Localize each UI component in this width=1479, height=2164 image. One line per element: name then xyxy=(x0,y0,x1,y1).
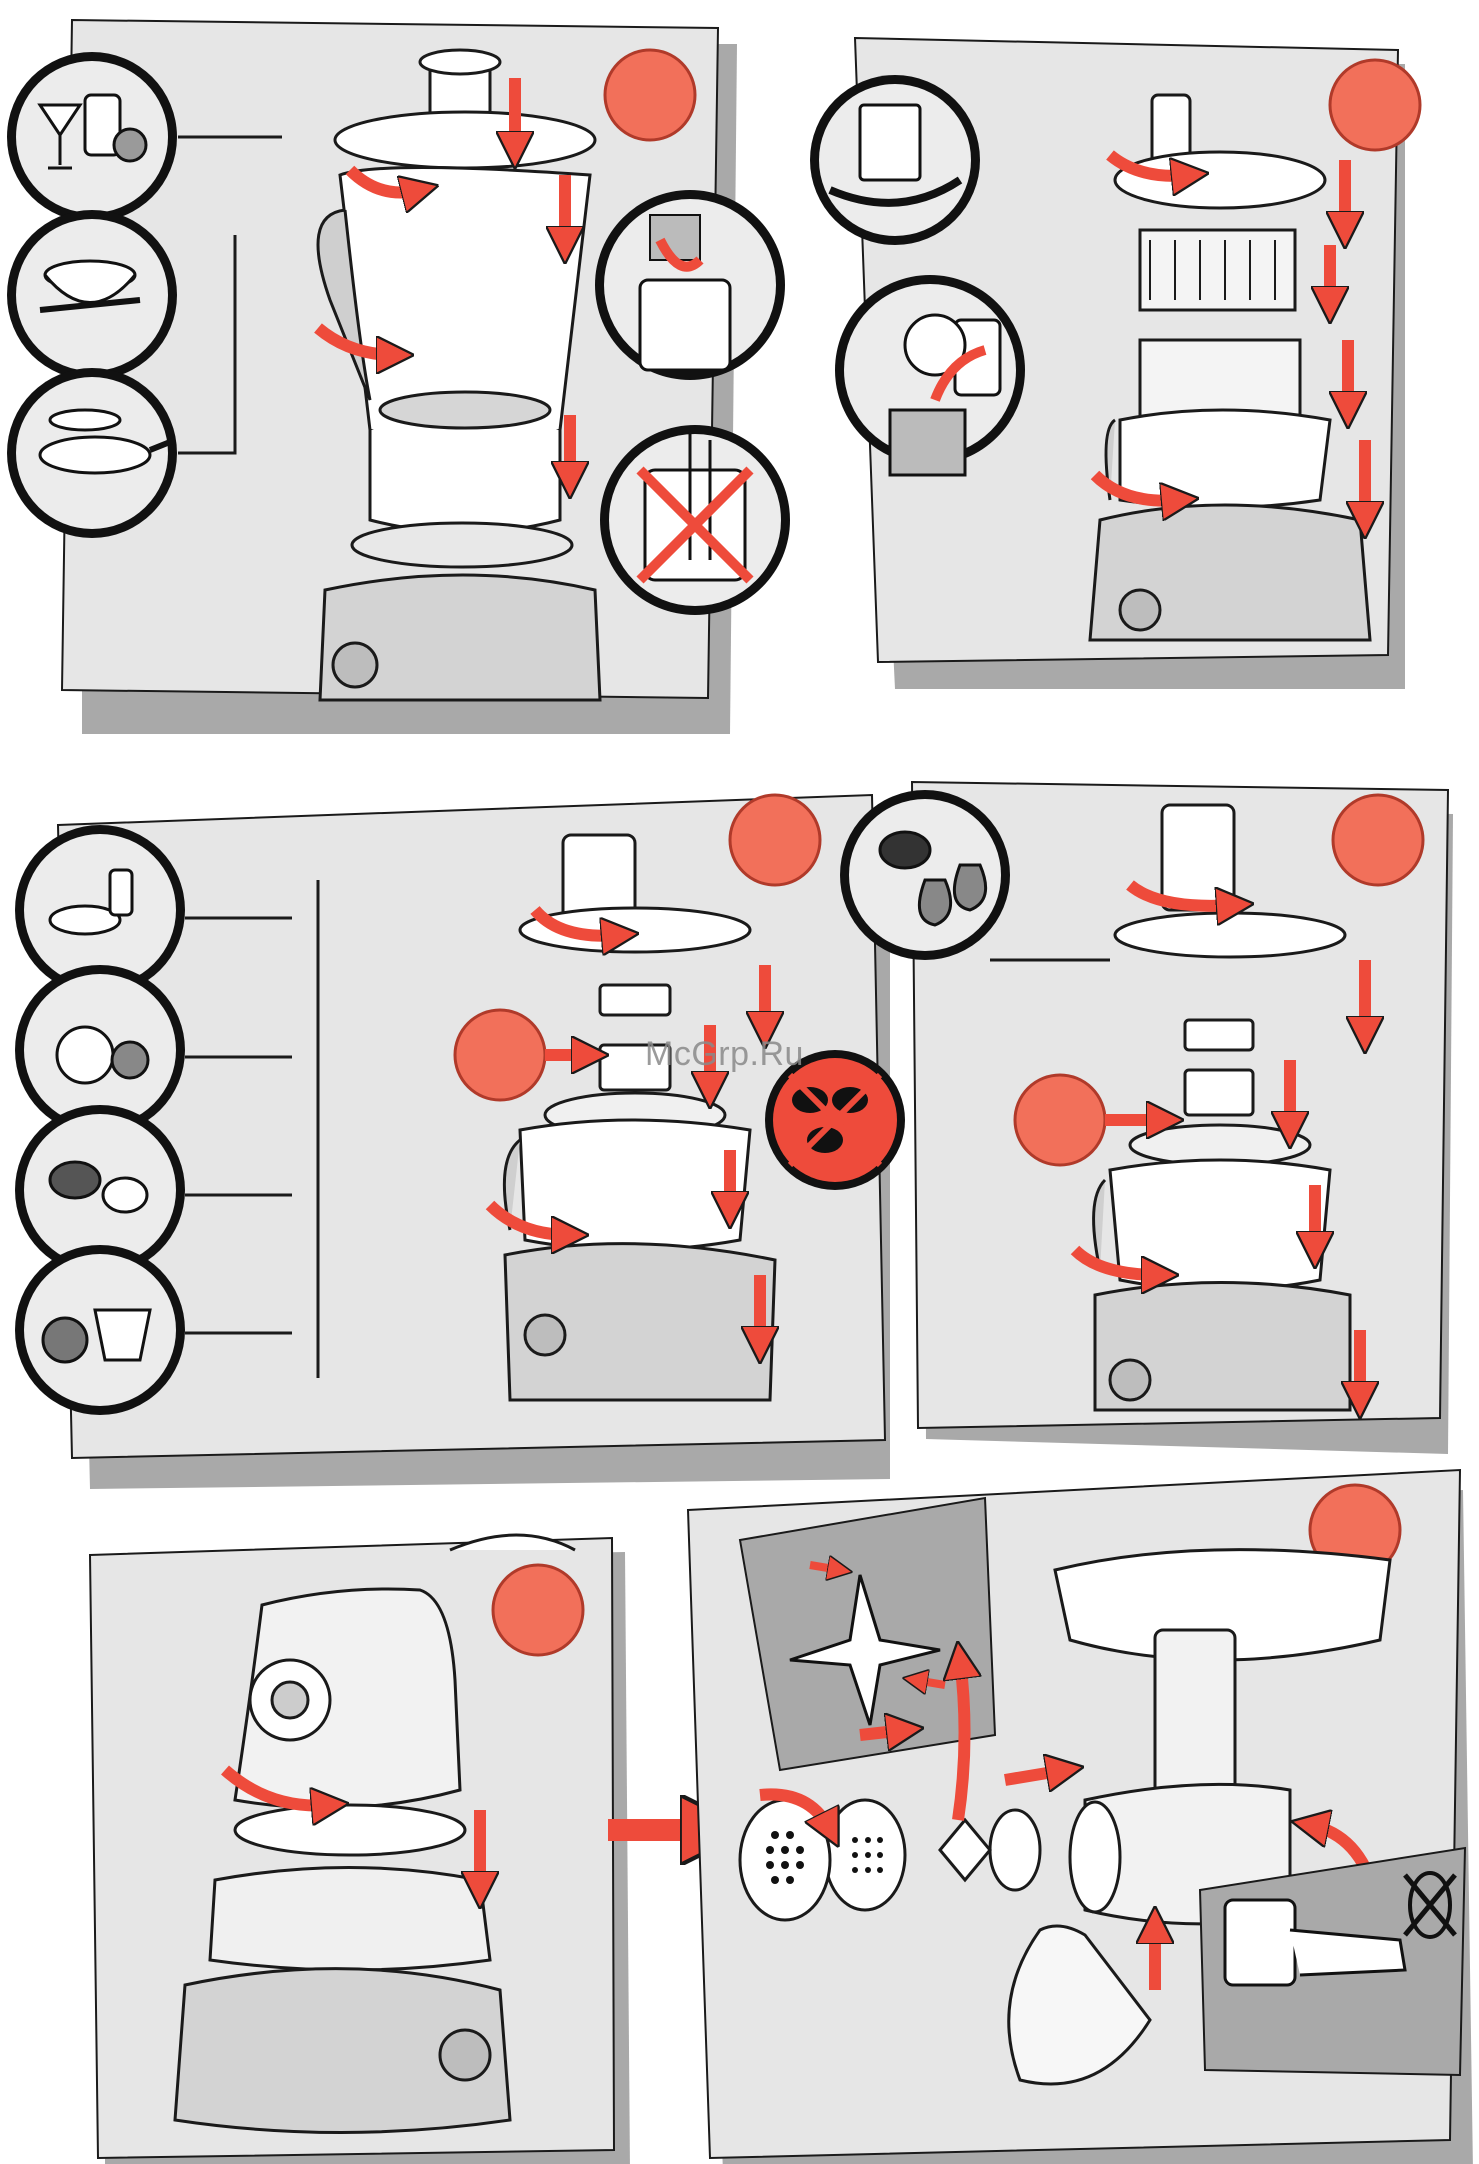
arrow xyxy=(915,1680,945,1685)
spices-icon xyxy=(15,1245,185,1415)
panel-juicer xyxy=(810,38,1420,689)
panel-mini-bowl xyxy=(15,795,905,1489)
dried-fruit-icon xyxy=(840,790,1010,960)
panel-mincer xyxy=(688,1470,1473,2164)
watermark: McGrp.Ru xyxy=(645,1035,804,1074)
panel-mini-chopper xyxy=(840,782,1453,1454)
panel-power-unit xyxy=(90,1535,630,2164)
step-circle xyxy=(493,1565,583,1655)
arrow xyxy=(958,1660,965,1820)
blender-jug xyxy=(318,50,600,700)
arrow xyxy=(860,1730,905,1735)
juice-icon xyxy=(810,75,980,245)
panel-blender xyxy=(7,20,790,734)
drinks-icon xyxy=(7,52,177,222)
step-circle xyxy=(1330,60,1420,150)
step-circle xyxy=(455,1010,545,1100)
filling-inset xyxy=(595,190,785,380)
step-circle xyxy=(605,50,695,140)
pancake-icon xyxy=(7,368,177,538)
step-circle xyxy=(1333,795,1423,885)
soup-icon xyxy=(7,210,177,380)
no-hand-in-jug-icon xyxy=(600,425,790,615)
arrow xyxy=(810,1565,840,1570)
step-circle xyxy=(1015,1075,1105,1165)
step-circle xyxy=(730,795,820,885)
